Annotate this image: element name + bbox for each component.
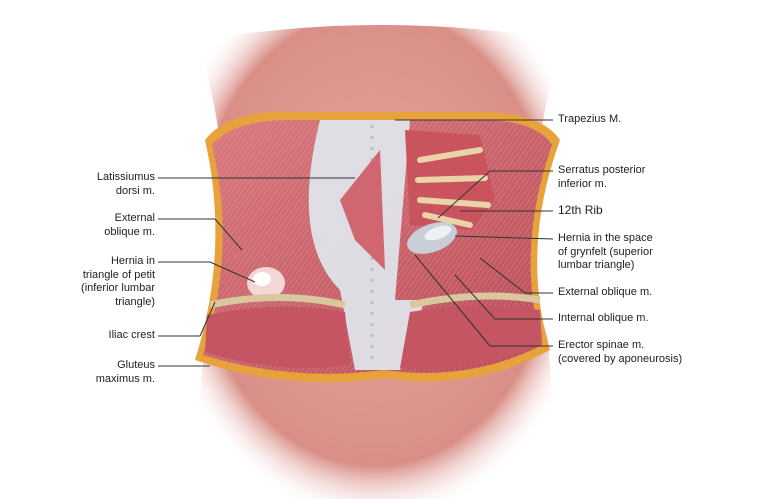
label-gluteus-maximus: Gluteus maximus m. [95,359,155,385]
label-iliac-crest: Iliac crest [108,329,155,341]
ribs [415,147,491,228]
leader-lines [158,119,554,367]
label-external-oblique-left: External oblique m. [104,212,155,238]
label-12th-rib: 12th Rib [558,203,603,217]
gluteus-maximus [205,306,350,369]
label-hernia-grynfelt: Hernia in the space of grynfelt (superio… [558,232,653,271]
label-external-oblique-right: External oblique m. [558,286,653,298]
label-latissimus-dorsi: Latissiumus dorsi m. [96,171,155,197]
label-internal-oblique: Internal oblique m. [558,312,649,324]
label-erector-spinae: Erector spinae m. (covered by aponeurosi… [558,339,683,365]
label-hernia-petit: Hernia in triangle of petit (inferior lu… [81,255,155,308]
label-serratus-posterior: Serratus posterior inferior m. [558,164,646,190]
label-trapezius: Trapezius M. [558,113,622,125]
iliac-crest [209,294,346,309]
